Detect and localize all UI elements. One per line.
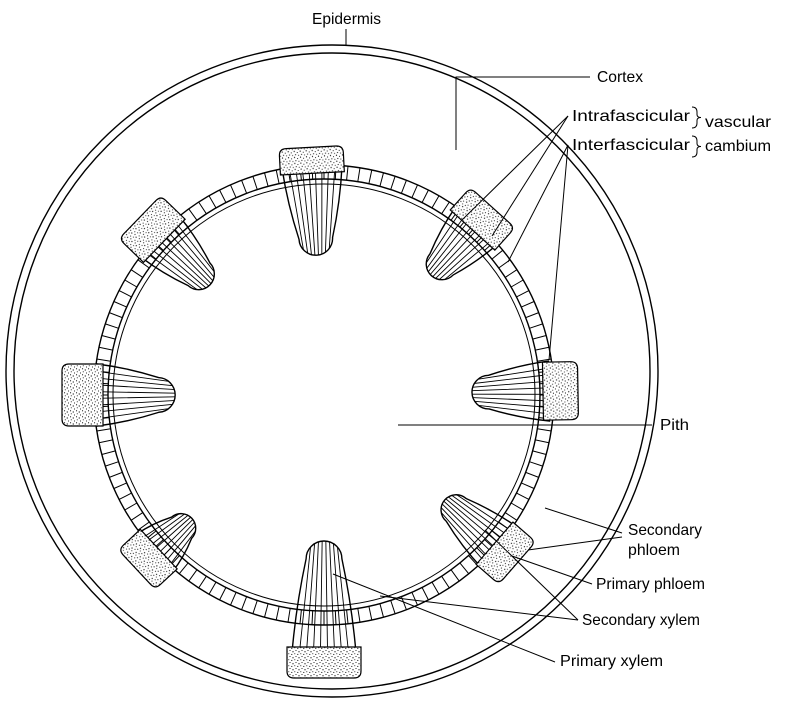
primary-phloem-cap: [62, 364, 103, 426]
primary-phloem-cap: [279, 146, 344, 175]
vascular-bundle-phloem: [279, 146, 344, 175]
label-primary-phloem: Primary phloem: [596, 576, 705, 593]
vascular-bundle-phloem: [287, 647, 361, 678]
vascular-bundle-phloem: [542, 362, 578, 421]
label-secondary-phloem-line1: Secondary: [628, 522, 702, 539]
vascular-bundle-phloem: [62, 364, 103, 426]
label-vascular: vascular: [705, 114, 772, 131]
label-intrafascicular: Intrafascicular: [572, 108, 691, 125]
label-epidermis: Epidermis: [312, 11, 381, 28]
label-secondary-xylem: Secondary xylem: [582, 612, 700, 629]
label-secondary-phloem-line2: phloem: [628, 542, 680, 559]
label-cortex: Cortex: [597, 69, 643, 86]
primary-phloem-cap: [287, 647, 361, 678]
label-cambium: cambium: [705, 138, 771, 155]
label-pith: Pith: [660, 417, 689, 434]
label-interfascicular: Interfascicular: [572, 137, 691, 154]
primary-phloem-cap: [542, 362, 578, 421]
label-primary-xylem: Primary xylem: [560, 653, 663, 670]
